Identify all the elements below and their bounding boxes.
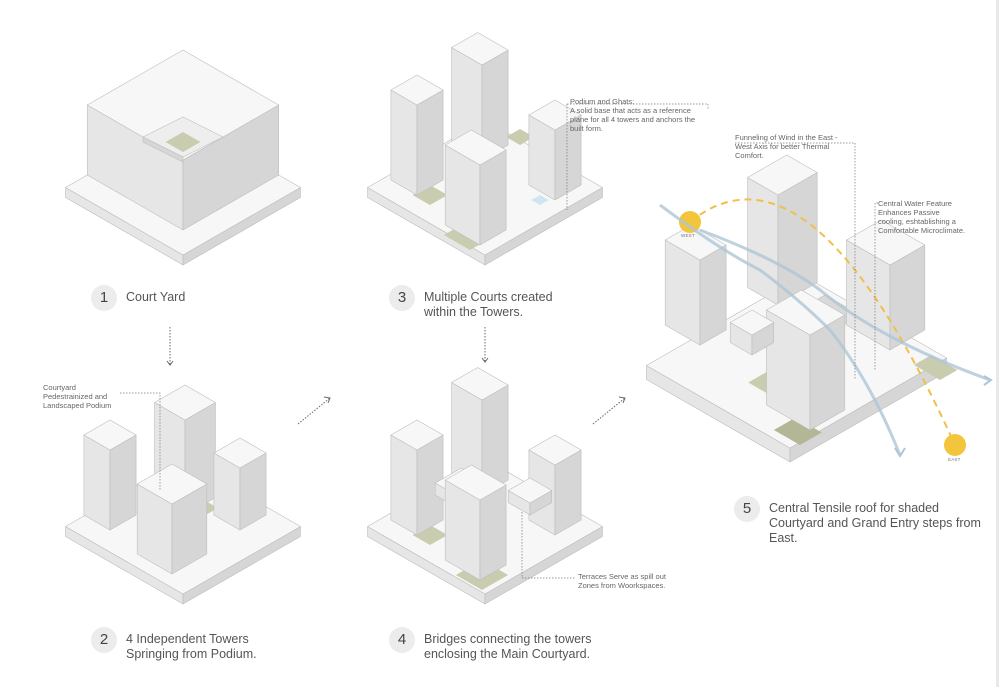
step-4-line-1: Bridges connecting the towers: [424, 632, 592, 646]
wind-arrow-south-icon: [894, 447, 906, 458]
note-terraces: Terraces Serve as spill out Zones from W…: [578, 572, 666, 590]
step-5-number: 5: [734, 496, 760, 522]
d3-court-green-3: [506, 129, 534, 145]
d2-tower-west-right: [109, 434, 137, 531]
d4-terraces-leader: [521, 512, 575, 579]
note-podium-line-1: Podium and Ghats:: [570, 97, 635, 106]
step-3: 3 Multiple Courts created within the Tow…: [389, 285, 553, 320]
d2-tower-west-top: [83, 419, 137, 451]
d3-water: [531, 195, 549, 205]
d4-tower-west-top: [390, 419, 444, 451]
d3-tower-south-right: [479, 149, 507, 246]
d2-courtyard-leader: [120, 392, 161, 490]
d5-tower-north-top: [747, 154, 818, 196]
d2-tower-east-top: [213, 437, 267, 469]
d5-entry-steps-top: [729, 309, 775, 336]
note-wind: Funneling of Wind in the East - West Axi…: [735, 133, 838, 160]
d3-court-green-2: [412, 185, 448, 205]
note-terraces-line-1: Terraces Serve as spill out: [578, 572, 666, 581]
note-water: Central Water Feature Enhances Passive c…: [878, 199, 965, 235]
step-3-line-2: within the Towers.: [424, 305, 524, 319]
note-podium-line-2: A solid base that acts as a reference: [570, 106, 691, 115]
d2-tower-south-top: [136, 463, 208, 505]
step-1: 1 Court Yard: [91, 285, 185, 311]
note-water-line-3: cooling, eshtablishing a: [878, 217, 956, 226]
step-5-line-2: Courtyard and Grand Entry steps from: [769, 516, 981, 530]
d3-tower-north-top: [451, 32, 509, 66]
note-terraces-line-2: Zones from Woorkspaces.: [578, 581, 666, 590]
step-1-text: Court Yard: [126, 290, 186, 304]
step-5-line-3: East.: [769, 531, 798, 545]
note-water-line-4: Comfortable Microclimate.: [878, 226, 966, 235]
note-wind-line-3: Comfort.: [735, 151, 764, 160]
d3-tower-east-top: [528, 99, 582, 131]
arrow-2-to-3-shaft: [297, 397, 331, 425]
note-podium-line-3: plane for all 4 towers and anchors the: [570, 115, 696, 124]
d5-sun-path: [689, 198, 956, 446]
wind-arrow-east-icon: [983, 375, 993, 386]
note-wind-line-2: West Axis for better Thermal: [735, 142, 830, 151]
step-2: 2 4 Independent Towers Springing from Po…: [91, 627, 257, 662]
sun-west-icon: [679, 211, 701, 233]
wind-flow-1-icon: [659, 203, 902, 456]
note-courtyard-line-1: Courtyard: [43, 383, 76, 392]
arrow-4-to-5-shaft: [592, 397, 626, 425]
note-water-line-1: Central Water Feature: [878, 199, 952, 208]
arrow-4-to-5-head: [618, 396, 626, 404]
note-podium-line-4: built form.: [570, 124, 603, 133]
step-4-line-2: enclosing the Main Courtyard.: [424, 647, 591, 661]
step-2-number: 2: [91, 627, 117, 653]
d5-tower-west-right: [699, 244, 727, 346]
d4-court-green: [412, 525, 448, 545]
d3-podium-leader: [567, 103, 709, 110]
note-podium: Podium and Ghats: A solid base that acts…: [570, 97, 695, 133]
note-courtyard-line-2: Pedestrainized and: [43, 392, 108, 401]
d5-tower-east-top: [846, 219, 926, 266]
d3-tower-west-left: [390, 89, 418, 196]
note-courtyard-line-3: Landscaped Podium: [43, 401, 112, 410]
d4-tower-south-right: [479, 484, 507, 581]
d4-tower-east-top: [528, 434, 582, 466]
d1-court-wall: [142, 136, 184, 163]
arrow-3-to-4-head: [481, 357, 489, 363]
note-wind-line-1: Funneling of Wind in the East -: [735, 133, 838, 142]
step-3-line-1: Multiple Courts created: [424, 290, 553, 304]
d1-court-floor: [165, 132, 201, 152]
d3-tower-west-right: [416, 89, 444, 196]
d5-wind-leader: [735, 142, 856, 380]
d5-tower-north-left: [747, 177, 779, 306]
frame-edge: [996, 0, 999, 687]
d4-tower-west-left: [390, 434, 418, 536]
sun-west-label: WEST: [681, 233, 695, 238]
step-4-number: 4: [389, 627, 415, 653]
note-water-line-2: Enhances Passive: [878, 208, 940, 217]
arrow-1-to-2-head: [166, 360, 174, 366]
step-2-line-2: Springing from Podium.: [126, 647, 257, 661]
note-courtyard: Courtyard Pedestrainized and Landscaped …: [43, 383, 111, 410]
wind-flow-2-icon: [699, 228, 991, 382]
d5-green-south: [773, 417, 822, 445]
step-5: 5 Central Tensile roof for shaded Courty…: [734, 496, 981, 546]
arrow-2-to-3-head: [323, 396, 331, 404]
d5-water-leader: [874, 202, 878, 370]
step-5-line-1: Central Tensile roof for shaded: [769, 501, 940, 515]
d2-tower-north-top: [154, 384, 216, 421]
step-3-number: 3: [389, 285, 415, 311]
step-4: 4 Bridges connecting the towers enclosin…: [389, 627, 591, 662]
d3-tower-south-top: [444, 129, 507, 166]
sun-east-label: EAST: [948, 457, 961, 462]
step-2-line-1: 4 Independent Towers: [126, 632, 249, 646]
d4-bridge-2-top: [507, 477, 553, 504]
sun-east-icon: [944, 434, 966, 456]
d4-tower-south-top: [444, 464, 507, 501]
d5-green-east: [913, 355, 958, 380]
step-1-number: 1: [91, 285, 117, 311]
d3-tower-west-top: [390, 74, 444, 106]
d4-tower-north-top: [451, 367, 509, 401]
d2-tower-west-left: [83, 434, 111, 531]
